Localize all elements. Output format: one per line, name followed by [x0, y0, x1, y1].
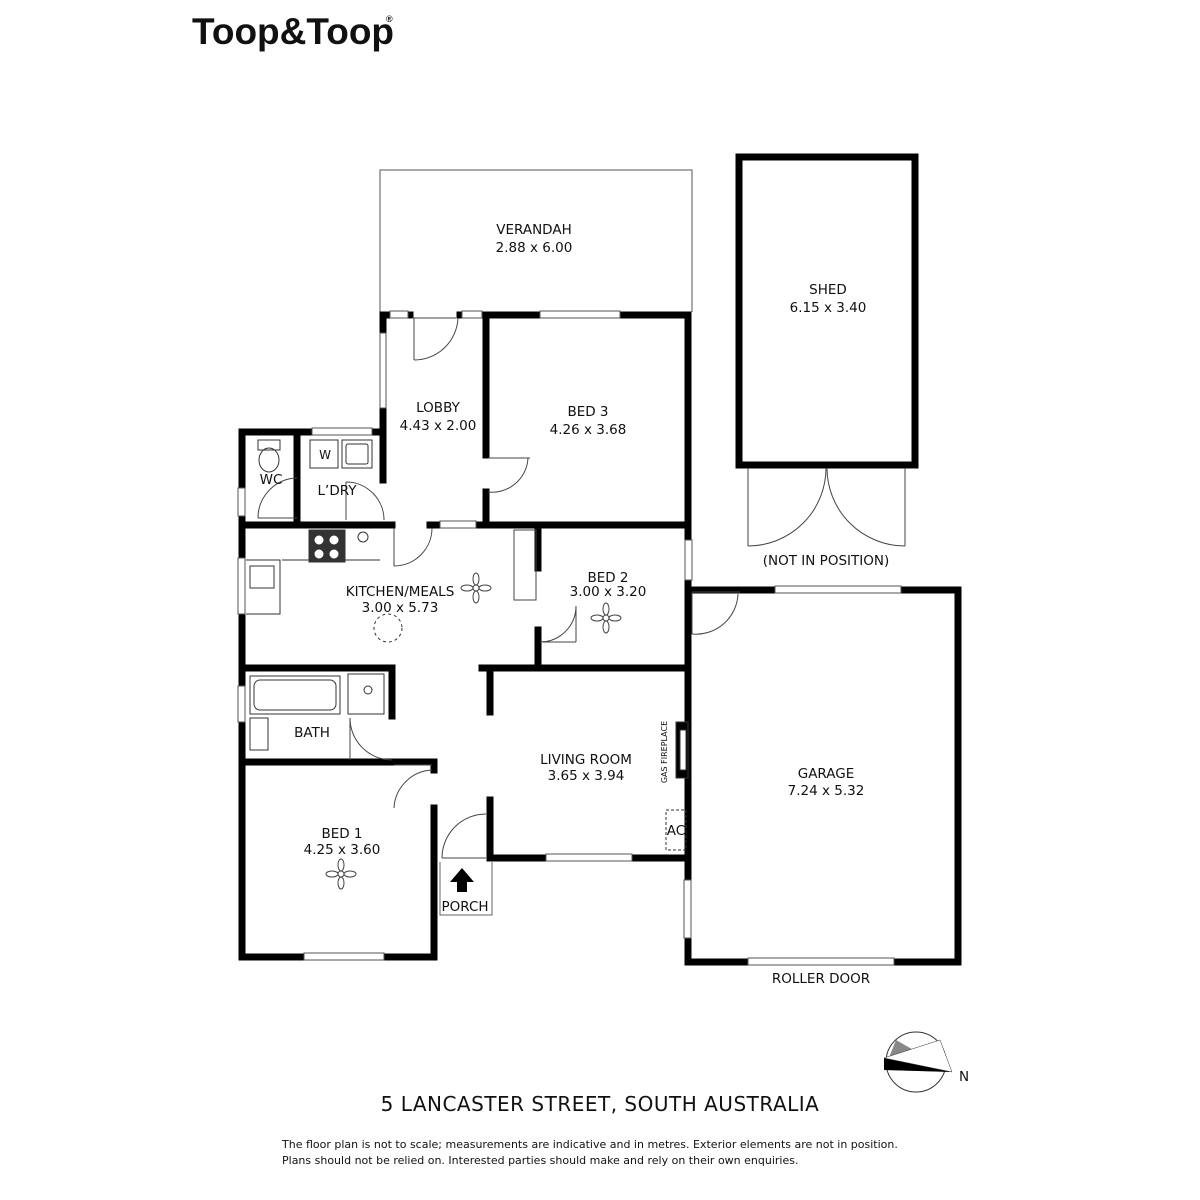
compass: N	[883, 1031, 969, 1093]
shed-size: 6.15 x 3.40	[790, 300, 867, 316]
compass-north-label: N	[959, 1069, 969, 1085]
garage-door-label: ROLLER DOOR	[772, 971, 870, 987]
washer-label: W	[319, 448, 331, 462]
bed1-name: BED 1	[321, 826, 362, 842]
garage-size: 7.24 x 5.32	[788, 783, 865, 799]
doors	[257, 317, 740, 859]
porch-name: PORCH	[441, 899, 488, 915]
shed-note: (NOT IN POSITION)	[763, 553, 889, 569]
bed3-size: 4.26 x 3.68	[550, 422, 627, 438]
brand-name: Toop&Toop	[192, 11, 394, 52]
bed2-name: BED 2	[587, 570, 628, 586]
ac-label: AC	[667, 823, 685, 839]
bed3-name: BED 3	[567, 404, 608, 420]
living-name: LIVING ROOM	[540, 752, 632, 768]
porch	[439, 862, 493, 916]
entry-arrow-icon	[450, 868, 474, 892]
property-address: 5 LANCASTER STREET, SOUTH AUSTRALIA	[381, 1092, 820, 1116]
garage-name: GARAGE	[798, 766, 855, 782]
laundry-name: L’DRY	[318, 483, 358, 499]
living-size: 3.65 x 3.94	[548, 768, 625, 784]
verandah	[379, 169, 693, 312]
shed-name: SHED	[809, 282, 847, 298]
fixtures	[246, 439, 689, 851]
shed	[735, 153, 919, 547]
brand-registered-mark: ®	[386, 14, 393, 24]
verandah-size: 2.88 x 6.00	[496, 240, 573, 256]
fireplace-label: GAS FIREPLACE	[660, 721, 669, 783]
brand-logo: Toop&Toop ®	[192, 11, 394, 52]
verandah-name: VERANDAH	[496, 222, 571, 238]
room-labels: VERANDAH 2.88 x 6.00 SHED 6.15 x 3.40 (N…	[260, 222, 890, 987]
kitchen-size: 3.00 x 5.73	[362, 600, 439, 616]
wc-name: WC	[260, 472, 283, 488]
windows	[237, 310, 902, 966]
lobby-name: LOBBY	[416, 400, 460, 416]
disclaimer: The floor plan is not to scale; measurem…	[281, 1138, 898, 1167]
disclaimer-line-1: The floor plan is not to scale; measurem…	[281, 1138, 898, 1151]
bed2-size: 3.00 x 3.20	[570, 584, 647, 600]
kitchen-name: KITCHEN/MEALS	[346, 584, 455, 600]
lobby-size: 4.43 x 2.00	[400, 418, 477, 434]
bath-name: BATH	[294, 725, 330, 741]
ceiling-fans	[325, 572, 622, 890]
bed1-size: 4.25 x 3.60	[304, 842, 381, 858]
disclaimer-line-2: Plans should not be relied on. Intereste…	[282, 1154, 798, 1167]
